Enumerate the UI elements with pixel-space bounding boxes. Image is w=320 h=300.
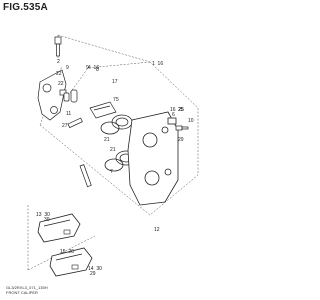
callout-label: 17 bbox=[112, 79, 118, 85]
callout-label: 4 16 bbox=[88, 65, 100, 71]
caliper-bracket bbox=[37, 69, 67, 121]
callout-label: 7 bbox=[113, 97, 116, 103]
callout-label: 7 bbox=[110, 169, 113, 175]
callout-label: 29 bbox=[178, 137, 184, 143]
callout-label: 12 bbox=[154, 227, 160, 233]
callout-label: 11 bbox=[66, 111, 72, 117]
caliper-body bbox=[127, 111, 179, 206]
callout-label: 27 bbox=[62, 123, 68, 129]
model-code: GL3/2RXL3_071_135H bbox=[6, 285, 48, 290]
piston-seals bbox=[100, 121, 124, 172]
callout-label: 21 bbox=[110, 147, 116, 153]
callout-label: 6 bbox=[172, 112, 175, 118]
callout-label: 1 16 bbox=[152, 61, 164, 67]
caliper-mount-bolt bbox=[175, 125, 189, 131]
figure-title: FIG.535A bbox=[3, 2, 48, 13]
callout-label: 29 bbox=[90, 271, 96, 277]
pad-shims bbox=[63, 229, 79, 270]
brake-pads bbox=[37, 213, 93, 277]
callout-label: 9 bbox=[86, 65, 89, 71]
callout-label: 30 bbox=[44, 217, 50, 223]
callout-label: 21 bbox=[104, 137, 110, 143]
bleeder-bolt bbox=[54, 36, 62, 57]
pad-spring bbox=[89, 101, 117, 119]
callout-label: 14 30 bbox=[88, 266, 102, 272]
callout-label: 10 bbox=[188, 118, 194, 124]
callout-label: 9 bbox=[66, 65, 69, 71]
callout-label: 16 25 bbox=[170, 107, 184, 113]
figure-footer: GL3/2RXL3_071_135H FRONT CALIPER bbox=[6, 285, 48, 295]
exploded-parts-diagram bbox=[27, 34, 199, 277]
pad-pin bbox=[79, 164, 92, 188]
figure-caption: FRONT CALIPER bbox=[6, 290, 38, 295]
slide-pin-boots bbox=[63, 89, 83, 129]
callout-label: 25 bbox=[178, 107, 184, 113]
callout-label: 8 bbox=[96, 67, 99, 73]
callout-label: 22 bbox=[56, 71, 62, 77]
callout-label: 13 30 bbox=[36, 212, 50, 218]
callout-label: 15 26 bbox=[60, 249, 74, 255]
callout-label: 2 bbox=[57, 59, 60, 65]
callout-label: 22 bbox=[58, 81, 64, 87]
callout-label: 5 bbox=[116, 97, 119, 103]
